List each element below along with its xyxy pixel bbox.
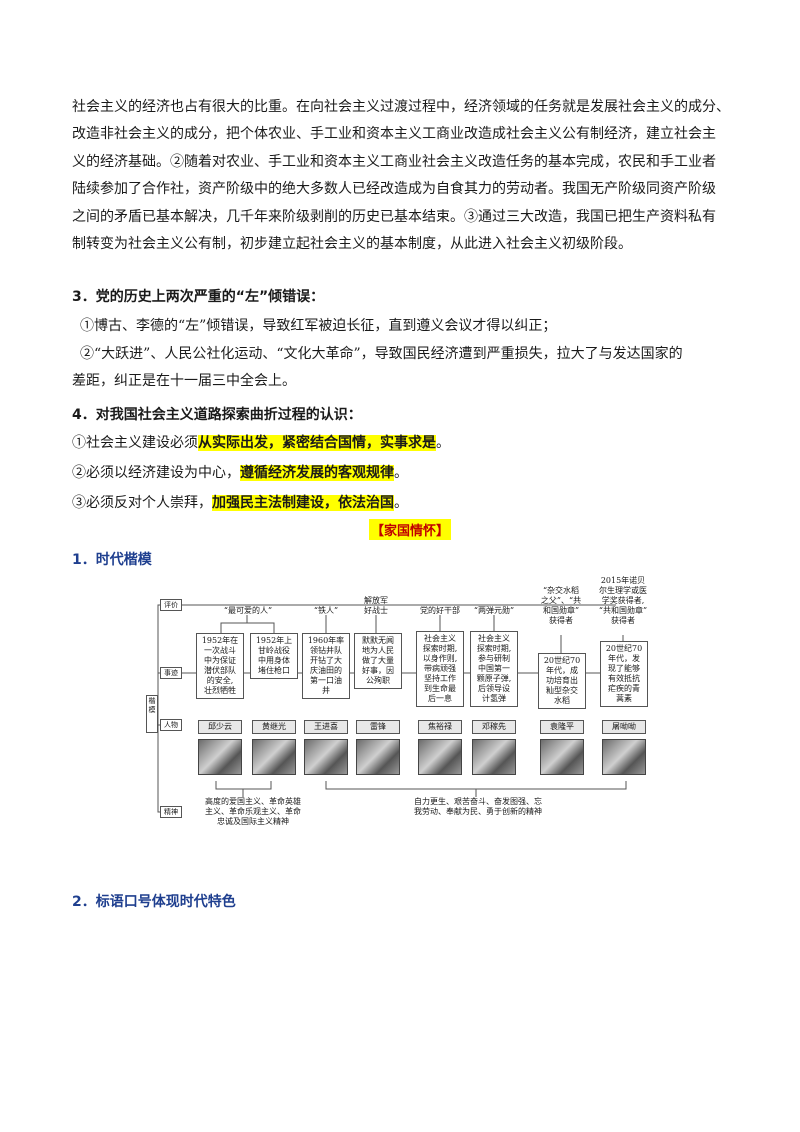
portrait-photo	[356, 739, 400, 775]
evaluation-label: “铁人”	[313, 606, 339, 615]
category-evaluation: 评价	[160, 599, 182, 611]
deed-box: 默默无闻 地为人民 做了大量 好事，因 公殉职	[354, 633, 402, 689]
subheading-role-models: 1．时代楷模	[72, 552, 152, 568]
item-text: 。	[436, 435, 450, 451]
portrait-photo	[540, 739, 584, 775]
deed-box: 1952年上 甘岭战役 中用身体 堵住枪口	[250, 633, 298, 679]
portrait-photo	[602, 739, 646, 775]
item-text: 。	[394, 495, 408, 511]
category-people: 人物	[160, 719, 182, 731]
spirit-text-left: 高度的爱国主义、革命英雄 主义、革命乐观主义、革命 忠诚及国际主义精神	[205, 797, 301, 826]
evaluation-label: 党的好干部	[420, 606, 460, 615]
intro-paragraph: 社会主义的经济也占有很大的比重。在向社会主义过渡过程中，经济领域的任务就是发展社…	[72, 94, 732, 258]
evaluation-label: “两弹元勋”	[473, 606, 515, 615]
paragraph-line: 义的经济基础。②随着对农业、手工业和资本主义工商业社会主义改造任务的基本完成，农…	[72, 153, 716, 170]
paragraph-line: 制转变为社会主义公有制，初步建立起社会主义的基本制度，从此进入社会主义初级阶段。	[72, 236, 632, 253]
deed-box: 20世纪70 年代，发 现了能够 有效抵抗 疟疾的青 蒿素	[600, 641, 648, 707]
spirit-text-right: 自力更生、艰苦奋斗、奋发图强、忘 我劳动、奉献为民、勇于创新的精神	[414, 797, 542, 816]
section-title-family-country: 【家国情怀】	[369, 519, 452, 540]
left-error-item-2: ②“大跃进”、人民公社化运动、“文化大革命”，导致国民经济遭到严重损失，拉大了与…	[80, 346, 683, 362]
item-text: ①社会主义建设必须	[72, 435, 198, 451]
left-error-item-2-cont: 差距，纠正是在十一届三中全会上。	[72, 373, 296, 389]
understanding-item-2: ②必须以经济建设为中心，遵循经济发展的客观规律。	[72, 462, 408, 482]
portrait-photo	[304, 739, 348, 775]
person-name: 屠呦呦	[602, 720, 646, 734]
portrait-photo	[472, 739, 516, 775]
portrait-photo	[252, 739, 296, 775]
deed-box: 1960年率 领钻井队 开钻了大 庆油田的 第一口油 井	[302, 633, 350, 699]
category-deeds: 事迹	[160, 667, 182, 679]
deed-box: 20世纪70 年代，成 功培育出 籼型杂交 水稻	[538, 653, 586, 709]
highlighted-text: 从实际出发，紧密结合国情，实事求是	[198, 435, 436, 451]
person-name: 焦裕禄	[418, 720, 462, 734]
deed-box: 社会主义 探索时期, 参与研制 中国第一 颗原子弹, 后领导设 计氢弹	[470, 631, 518, 707]
portrait-photo	[418, 739, 462, 775]
evaluation-label: 2015年诺贝 尔生理学或医 学奖获得者, “共和国勋章” 获得者	[598, 576, 648, 625]
person-name: 黄继光	[252, 720, 296, 734]
understanding-item-3: ③必须反对个人崇拜，加强民主法制建设，依法治国。	[72, 492, 408, 512]
person-name: 王进喜	[304, 720, 348, 734]
person-name: 邓稼先	[472, 720, 516, 734]
category-spirit: 精神	[160, 806, 182, 818]
left-error-item-1: ①博古、李德的“左”倾错误，导致红军被迫长征，直到遵义会议才得以纠正；	[80, 318, 557, 334]
evaluation-label: 解放军 好战士	[364, 596, 388, 615]
evaluation-label: “最可爱的人”	[223, 606, 273, 615]
paragraph-line: 陆续参加了合作社，资产阶级中的绝大多数人已经改造成为自食其力的劳动者。我国无产阶…	[72, 181, 716, 198]
highlighted-text: 加强民主法制建设，依法治国	[212, 495, 394, 511]
understanding-item-1: ①社会主义建设必须从实际出发，紧密结合国情，实事求是。	[72, 432, 450, 452]
item-text: ②必须以经济建设为中心，	[72, 465, 240, 481]
diagram-root: 楷模	[146, 695, 158, 733]
paragraph-line: 之间的矛盾已基本解决，几千年来阶级剥削的历史已基本结束。③通过三大改造，我国已把…	[72, 208, 716, 225]
item-text: ③必须反对个人崇拜，	[72, 495, 212, 511]
role-models-diagram: 楷模 评价 事迹 人物 精神 “最可爱的人” “铁人” 解放军 好战士 党的好干…	[146, 575, 650, 830]
heading-understanding: 4．对我国社会主义道路探索曲折过程的认识：	[72, 407, 362, 423]
deed-box: 社会主义 探索时期, 以身作则, 带病顽强 坚持工作 到生命最 后一息	[416, 631, 464, 707]
person-name: 邱少云	[198, 720, 242, 734]
deed-box: 1952年在 一次战斗 中为保证 潜伏部队 的安全, 壮烈牺牲	[196, 633, 244, 699]
person-name: 袁隆平	[540, 720, 584, 734]
subheading-slogans: 2．标语口号体现时代特色	[72, 894, 236, 910]
highlighted-text: 遵循经济发展的客观规律	[240, 465, 394, 481]
portrait-photo	[198, 739, 242, 775]
heading-two-left-errors: 3．党的历史上两次严重的“左”倾错误：	[72, 289, 325, 305]
person-name: 雷锋	[356, 720, 400, 734]
evaluation-label: “杂交水稻 之父”、“共 和国勋章” 获得者	[540, 586, 582, 625]
paragraph-line: 改造非社会主义的成分，把个体农业、手工业和资本主义工商业改造成社会主义公有制经济…	[72, 126, 716, 143]
item-text: 。	[394, 465, 408, 481]
paragraph-line: 社会主义的经济也占有很大的比重。在向社会主义过渡过程中，经济领域的任务就是发展社…	[72, 99, 730, 115]
